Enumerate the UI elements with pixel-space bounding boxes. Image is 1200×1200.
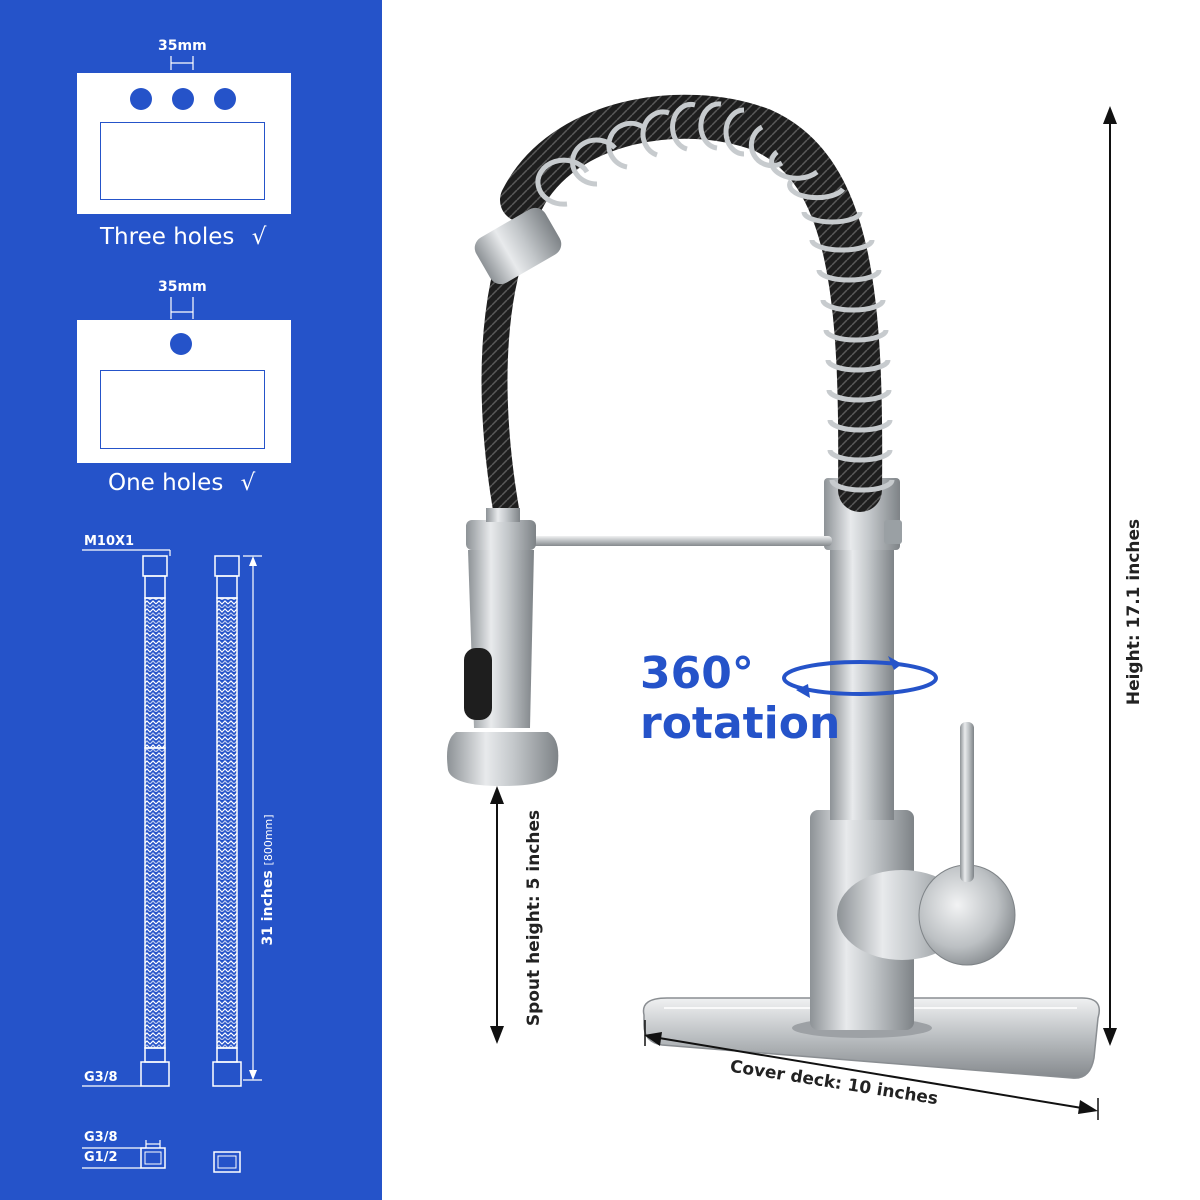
faucet-hole xyxy=(214,88,236,110)
faucet-hole xyxy=(170,333,192,355)
sink-basin xyxy=(100,370,265,449)
spray-head-arm xyxy=(532,536,832,546)
faucet-illustration xyxy=(447,94,1117,1120)
one-hole-spacing-marker xyxy=(170,297,194,319)
braided-pulldown-hose xyxy=(481,237,525,528)
one-hole-caption: One holes √ xyxy=(108,470,256,496)
rotation-value-label: 360° xyxy=(640,648,754,699)
supply-hoses-drawing xyxy=(82,549,262,1173)
height-label: Height: 17.1 inches xyxy=(1124,518,1144,706)
adapter-in-thread-label: G3/8 xyxy=(84,1130,118,1145)
rotation-word-label: rotation xyxy=(640,698,841,749)
hose-top-thread-label: M10X1 xyxy=(84,534,135,549)
cover-deck-dimension-line xyxy=(646,1035,1095,1111)
hose-length-label: 31 inches [800mm] xyxy=(260,814,276,946)
one-hole-sink-diagram xyxy=(77,320,291,463)
three-holes-sink-diagram xyxy=(77,73,291,214)
install-info-panel: 35mm Three holes √ 35mm One holes √ xyxy=(0,0,382,1200)
handle-lever xyxy=(960,722,974,882)
adapter-out-thread-label: G1/2 xyxy=(84,1150,118,1165)
faucet-product-panel: 360° rotation Height: 17.1 inches Spout … xyxy=(382,0,1200,1200)
faucet-hole xyxy=(130,88,152,110)
faucet-hole xyxy=(172,88,194,110)
check-mark-icon: √ xyxy=(251,224,267,250)
hose-bottom-thread-label: G3/8 xyxy=(84,1070,118,1085)
cover-deck-plate xyxy=(642,997,1100,1079)
spray-mode-button xyxy=(464,648,492,720)
three-holes-caption: Three holes √ xyxy=(100,224,267,250)
hose-collar xyxy=(474,207,562,285)
rotation-arrow-icon xyxy=(782,660,938,696)
three-holes-spacing-label: 35mm xyxy=(158,38,207,54)
spout-height-label: Spout height: 5 inches xyxy=(524,809,544,1027)
spring-coils xyxy=(535,101,895,493)
sink-basin xyxy=(100,122,265,200)
spray-face xyxy=(447,732,559,786)
one-hole-spacing-label: 35mm xyxy=(158,279,207,295)
check-mark-icon: √ xyxy=(240,470,256,496)
three-holes-spacing-marker xyxy=(170,56,194,70)
